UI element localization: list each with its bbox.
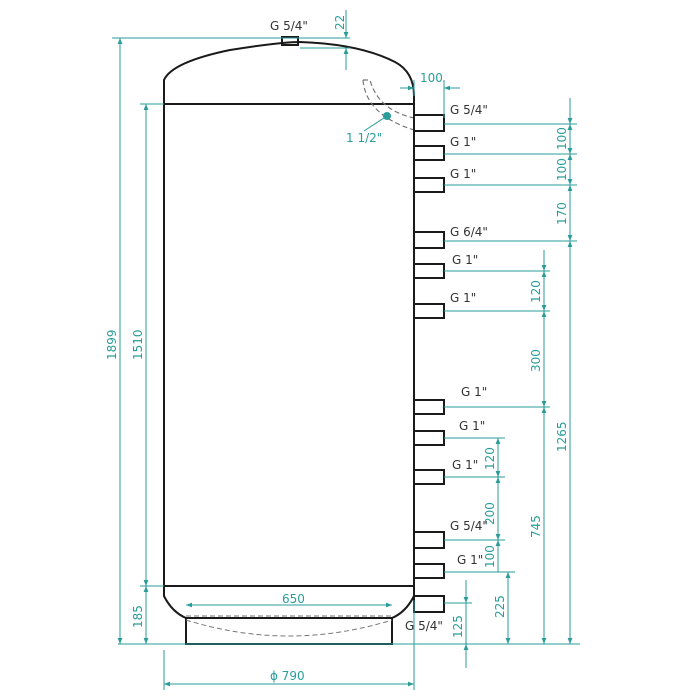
- connection-label: G 1": [452, 458, 478, 472]
- connection-label: G 5/4": [450, 103, 488, 117]
- dim-right: 300: [529, 349, 543, 372]
- dim-bottom-height: 185: [131, 605, 145, 628]
- connection-label: G 1": [450, 135, 476, 149]
- dim-right: 745: [529, 515, 543, 538]
- tank-outline: [163, 36, 415, 645]
- dim-dome: 22: [333, 15, 347, 30]
- connection-label: G 1": [459, 419, 485, 433]
- dim-right: 1265: [555, 421, 569, 452]
- dim-right: 100: [555, 158, 569, 181]
- hidden-anode: [362, 79, 415, 131]
- connection-label: G 6/4": [450, 225, 488, 239]
- connection-label: G 5/4": [450, 519, 488, 533]
- top-connection-label: G 5/4": [270, 19, 308, 33]
- connection-label: G 1": [457, 553, 483, 567]
- dim-right: 200: [483, 502, 497, 525]
- dim-total-height: 1899: [105, 329, 119, 360]
- dim-foot-width: 650: [282, 592, 305, 606]
- connection-label: G 1": [461, 385, 487, 399]
- dim-right: 100: [555, 127, 569, 150]
- anode-size-label: 1 1/2": [346, 131, 382, 145]
- connection-label: G 1": [450, 167, 476, 181]
- dim-offset: 100: [420, 71, 443, 85]
- dim-right: 225: [493, 595, 507, 618]
- dim-right: 170: [555, 202, 569, 225]
- connection-label: G 5/4": [405, 619, 443, 633]
- dim-right: 120: [529, 280, 543, 303]
- dim-right: 120: [483, 447, 497, 470]
- dim-right: 125: [451, 615, 465, 638]
- dim-right: 100: [483, 545, 497, 568]
- connection-nozzles: [413, 114, 445, 613]
- dimension-lines: [112, 10, 580, 690]
- dim-diameter: ϕ 790: [270, 669, 305, 683]
- connection-label: G 1": [452, 253, 478, 267]
- dim-cylinder-height: 1510: [131, 329, 145, 360]
- hidden-bottom-dome: [185, 615, 393, 637]
- connection-label: G 1": [450, 291, 476, 305]
